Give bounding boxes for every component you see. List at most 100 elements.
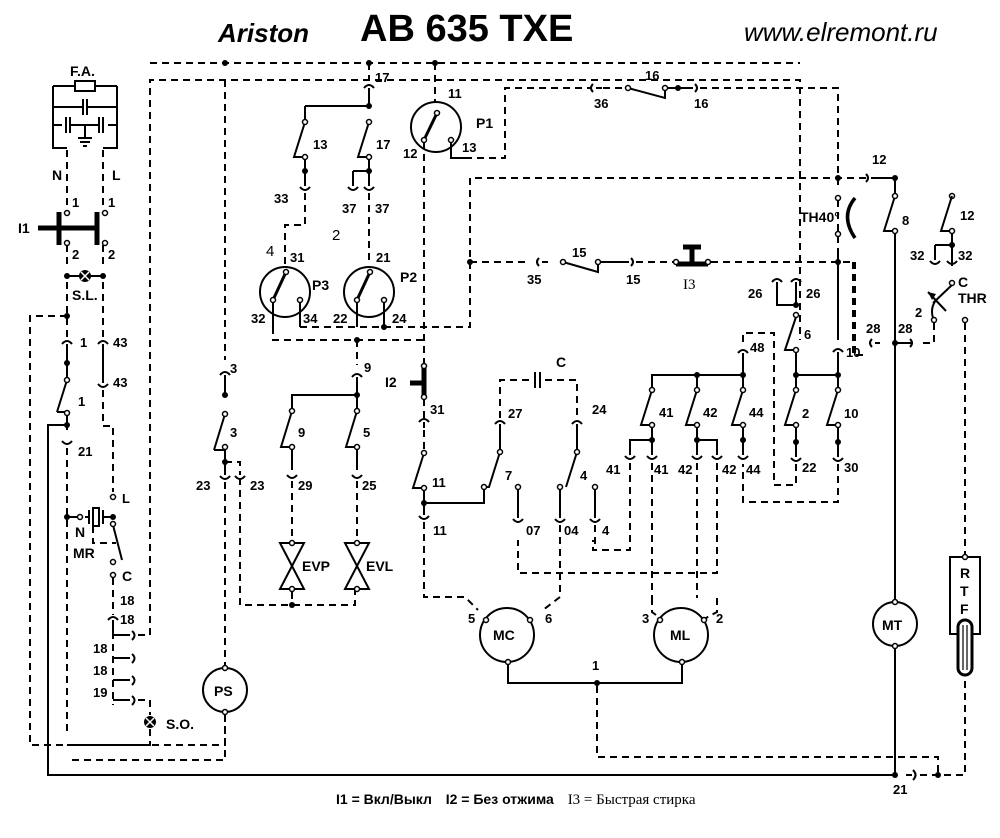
label-evl: EVL xyxy=(366,558,394,574)
term: 9 xyxy=(364,360,371,375)
term: 32 xyxy=(958,248,972,263)
no-spin-button-i2[interactable]: I2 xyxy=(385,362,428,401)
term: 16 xyxy=(694,96,708,111)
term: 16 xyxy=(645,68,659,83)
term: 41 xyxy=(654,462,668,477)
term: 4 xyxy=(602,523,610,538)
term: 22 xyxy=(802,460,816,475)
term: 25 xyxy=(362,478,376,493)
label-p3: P3 xyxy=(312,277,329,293)
term: 41 xyxy=(659,405,673,420)
term: L xyxy=(122,491,130,506)
label-p1: P1 xyxy=(476,115,493,131)
term: 2 xyxy=(332,227,340,244)
term: 21 xyxy=(893,782,907,797)
term: 31 xyxy=(430,402,444,417)
term: 18 xyxy=(120,612,134,627)
term: 24 xyxy=(592,402,607,417)
term: 1 xyxy=(80,335,87,350)
term: 04 xyxy=(564,523,579,538)
term: 10 xyxy=(844,406,858,421)
term: 24 xyxy=(392,311,407,326)
program-switch-p2: 21 P2 22 24 xyxy=(333,250,417,326)
quick-wash-button-i3[interactable]: I3 xyxy=(672,244,712,293)
term: C xyxy=(958,274,968,290)
term: 1 xyxy=(72,195,79,210)
term: 15 xyxy=(572,245,586,260)
website-link[interactable]: www.elremont.ru xyxy=(744,17,938,47)
term: 19 xyxy=(93,685,107,700)
heater-rtf: R T F xyxy=(949,553,981,677)
term: 2 xyxy=(716,611,723,626)
term: 2 xyxy=(802,406,809,421)
term: 27 xyxy=(508,406,522,421)
term: 5 xyxy=(468,611,475,626)
term: 6 xyxy=(545,611,552,626)
label-evp: EVP xyxy=(302,558,330,574)
label-sl: S.L. xyxy=(72,287,98,303)
motor-mc: MC 5 6 xyxy=(468,607,552,666)
label-fa: F.A. xyxy=(70,63,95,79)
term: 17 xyxy=(376,137,390,152)
valve-evl: EVL xyxy=(343,539,394,593)
term: C xyxy=(122,568,132,584)
label-i2: I2 xyxy=(385,374,397,390)
label-ml: ML xyxy=(670,627,691,643)
term: 26 xyxy=(806,286,820,301)
label-mt: MT xyxy=(882,617,903,633)
label-i1: I1 xyxy=(18,220,30,236)
term: 1 xyxy=(592,658,599,673)
valve-evp: EVP xyxy=(278,539,330,593)
term: 11 xyxy=(432,475,446,490)
main-switch-i1[interactable]: I1 xyxy=(18,209,109,247)
term: N xyxy=(75,524,85,540)
term: 33 xyxy=(274,191,288,206)
term: 15 xyxy=(626,272,640,287)
term: 36 xyxy=(594,96,608,111)
term: 3 xyxy=(230,361,237,376)
term: 13 xyxy=(313,137,327,152)
term: 28 xyxy=(898,321,912,336)
term: 18 xyxy=(93,663,107,678)
brand-title: Ariston xyxy=(218,18,309,48)
label-capacitor: C xyxy=(556,354,566,370)
term: 5 xyxy=(363,425,370,440)
term: 42 xyxy=(703,405,717,420)
term: 9 xyxy=(298,425,305,440)
term: 6 xyxy=(804,327,811,342)
term: 30 xyxy=(844,460,858,475)
term: 07 xyxy=(526,523,540,538)
legend-i3: I3 = Быстрая стирка xyxy=(567,792,696,808)
program-switch-p1: 11 P1 12 13 xyxy=(403,86,493,161)
term: 21 xyxy=(78,444,92,459)
term: 8 xyxy=(902,213,909,228)
label-th40: TH40° xyxy=(800,209,840,225)
label-so: S.O. xyxy=(166,716,194,732)
term: 42 xyxy=(678,462,692,477)
term: 37 xyxy=(342,201,356,216)
term: 17 xyxy=(375,70,389,85)
term: 23 xyxy=(196,478,210,493)
label-rtf-r: R xyxy=(960,565,970,581)
legend-i2: I2 = Без отжима xyxy=(445,791,554,807)
door-lock-mr: L N MR C xyxy=(64,491,132,584)
term: 32 xyxy=(251,311,265,326)
term: 22 xyxy=(333,311,347,326)
label-n: N xyxy=(52,167,62,183)
term: 44 xyxy=(749,405,764,420)
term: 18 xyxy=(93,641,107,656)
term: 13 xyxy=(462,140,476,155)
term: 48 xyxy=(750,340,764,355)
term: 7 xyxy=(505,468,512,483)
term: 11 xyxy=(433,523,447,538)
model-title: AB 635 TXE xyxy=(360,8,574,50)
term: 2 xyxy=(72,247,79,262)
term: 3 xyxy=(642,611,649,626)
term: 12 xyxy=(872,152,886,167)
term: 12 xyxy=(960,208,974,223)
pressure-switch-ps: PS xyxy=(202,664,248,716)
label-mr: MR xyxy=(73,545,95,561)
label-ps: PS xyxy=(214,683,233,699)
label-thr: THR xyxy=(958,290,987,306)
